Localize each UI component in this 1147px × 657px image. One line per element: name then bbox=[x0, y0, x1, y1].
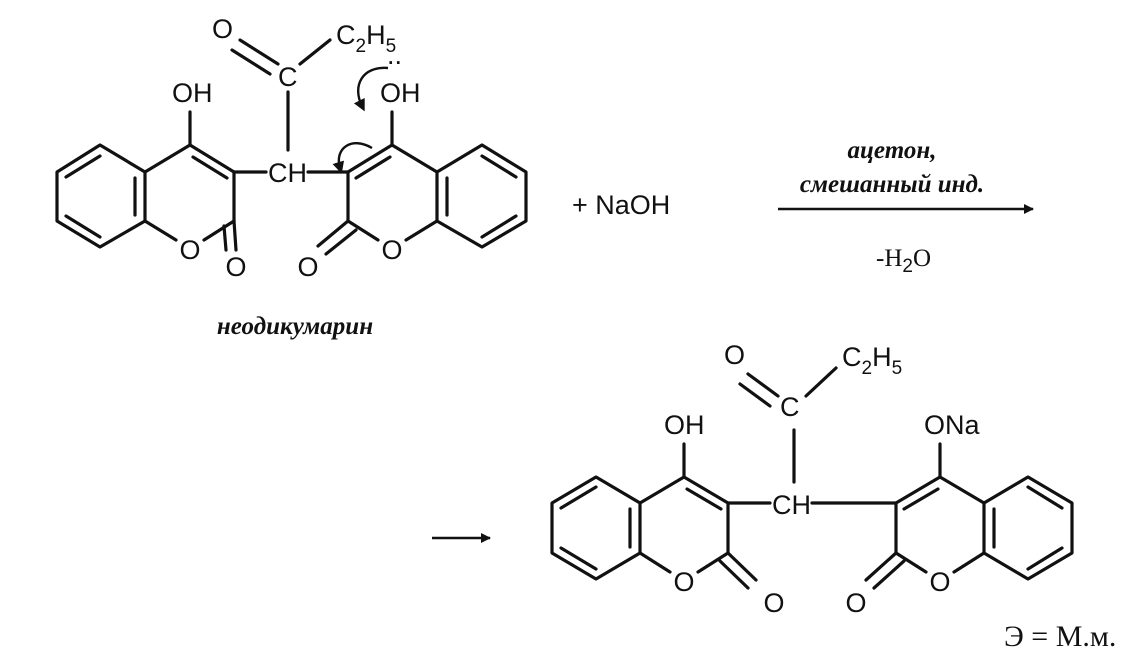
left-pyranone-ring bbox=[143, 143, 238, 252]
product-left-benzene-ring bbox=[550, 475, 642, 581]
equivalent-mass-note: Э = М.м. bbox=[1004, 620, 1116, 653]
product-left-pyranone-ring bbox=[638, 475, 758, 590]
product-ketone-carbon: C bbox=[780, 392, 800, 422]
ketone-oxygen: O bbox=[212, 14, 233, 44]
left-benzene-ring bbox=[55, 143, 147, 249]
left-carbonyl-oxygen: O bbox=[225, 252, 246, 282]
condition-water-loss: -H2O bbox=[876, 245, 931, 277]
product-left-carbonyl-oxygen: O bbox=[763, 588, 784, 618]
left-ring-oxygen: O bbox=[179, 235, 200, 265]
condition-solvent: ацетон, bbox=[848, 137, 937, 164]
right-hydroxyl: OH bbox=[380, 78, 421, 108]
product-ketone-oxygen: O bbox=[724, 340, 745, 370]
product-right-carbonyl-oxygen: O bbox=[845, 588, 866, 618]
ethyl-group: C2H5 bbox=[336, 20, 396, 57]
right-pyranone-ring bbox=[316, 143, 439, 256]
product-left-ring-oxygen: O bbox=[673, 567, 694, 597]
methine-ch: CH bbox=[268, 158, 307, 188]
product-structure: O O OH CH C O C2H5 O O ONa bbox=[550, 340, 1074, 618]
reactant-name: неодикумарин bbox=[217, 313, 373, 340]
right-ring-oxygen: O bbox=[381, 235, 402, 265]
right-benzene-ring bbox=[435, 143, 528, 249]
product-sodium-phenolate: ONa bbox=[924, 410, 981, 440]
left-hydroxyl: OH bbox=[172, 78, 213, 108]
reaction-conditions: ацетон, смешанный инд. -H2O bbox=[778, 137, 1034, 277]
product-right-ring-oxygen: O bbox=[929, 567, 950, 597]
condition-indicator: смешанный инд. bbox=[800, 171, 984, 198]
product-right-benzene-ring bbox=[982, 475, 1074, 581]
right-carbonyl-oxygen: O bbox=[297, 252, 318, 282]
product-left-hydroxyl: OH bbox=[664, 410, 705, 440]
product-methine-ch: CH bbox=[772, 490, 811, 520]
reagent-naoh: + NaOH bbox=[572, 190, 670, 220]
electron-push-arrow-upper bbox=[353, 66, 389, 112]
reactant-structure: O O OH CH C O C2H5 O O OH .. bbox=[55, 14, 528, 340]
ketone-carbon: C bbox=[278, 62, 298, 92]
product-ethyl-group: C2H5 bbox=[842, 342, 902, 379]
electron-push-arrow-lower bbox=[332, 142, 373, 174]
lone-pair-dots: .. bbox=[387, 40, 402, 70]
product-right-pyranone-ring bbox=[864, 475, 986, 590]
